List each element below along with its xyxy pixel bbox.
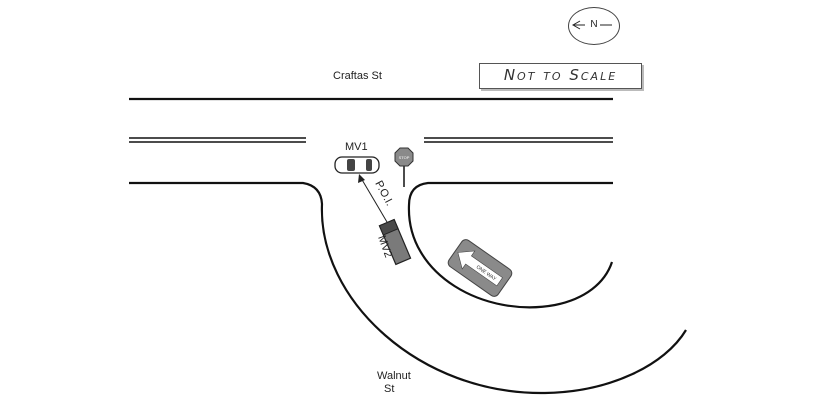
poi-arrow-shaft	[360, 177, 388, 223]
stop-sign-octagon	[394, 147, 414, 167]
mv2-truck	[378, 218, 412, 266]
mv1-label: MV1	[345, 141, 368, 153]
street-label-walnut: Walnut	[377, 370, 411, 382]
one-way-sign: ONE WAY	[447, 239, 513, 297]
craftas-st-road	[129, 97, 687, 395]
street-label-craftas: Craftas St	[333, 70, 382, 82]
south-curb-right-and-walnut-inner	[407, 181, 614, 309]
scale-note-text: Not to Scale	[503, 66, 618, 84]
mv2-truck-cab	[378, 218, 399, 236]
mv1-car-body	[334, 156, 380, 174]
compass-north-letter: N	[590, 19, 598, 30]
stop-sign-text: STOP	[399, 155, 410, 160]
south-curb-left-and-walnut-outer	[129, 181, 687, 395]
mv1-car-windshield	[347, 159, 355, 171]
poi-arrow	[358, 174, 388, 223]
poi-arrow-head	[358, 174, 365, 183]
stop-sign: STOP	[394, 147, 414, 187]
scale-note-box: Not to Scale	[479, 63, 642, 89]
mv1-car	[334, 156, 380, 174]
street-label-walnut-st: St	[384, 383, 395, 395]
compass: N	[568, 7, 620, 45]
one-way-arrow-icon	[457, 250, 503, 287]
mv1-car-rear-window	[366, 159, 372, 171]
